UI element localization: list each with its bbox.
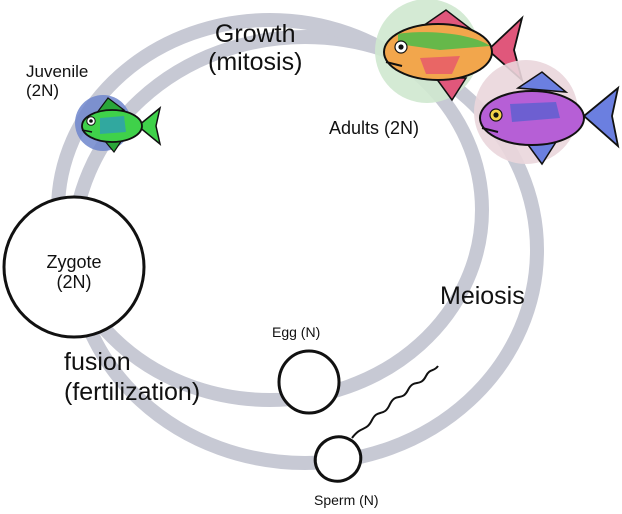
meiosis-label: Meiosis	[440, 282, 525, 310]
adult-fish-icon-2	[474, 60, 620, 166]
egg-cell-icon	[277, 349, 341, 415]
juvenile-fish-icon	[75, 95, 162, 154]
zygote-label: Zygote (2N)	[46, 252, 102, 293]
sperm-label: Sperm (N)	[314, 492, 379, 508]
egg-label: Egg (N)	[272, 324, 321, 340]
adults-label: Adults (2N)	[329, 118, 420, 138]
sperm-cell-icon	[313, 365, 439, 483]
juvenile-label: Juvenile (2N)	[26, 62, 89, 101]
fusion-label: fusion (fertilization)	[64, 348, 201, 406]
adult-fish-icon	[375, 0, 524, 103]
growth-label: Growth (mitosis)	[208, 20, 303, 76]
zygote-circle	[2, 195, 146, 339]
